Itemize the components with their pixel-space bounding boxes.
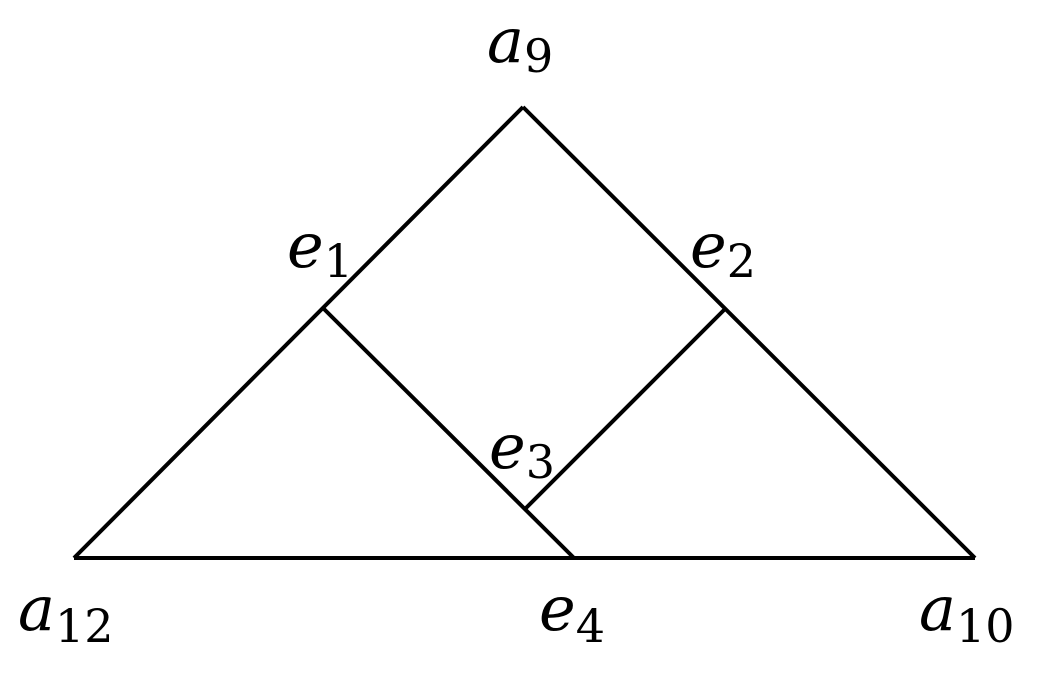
- vertex-label-a9: a9: [487, 4, 553, 83]
- vertex-label-e1: e1: [287, 209, 353, 288]
- edge-a9-a10: [521, 105, 977, 560]
- edge-e2-e3: [522, 307, 727, 512]
- vertex-label-e3: e3: [489, 410, 555, 489]
- edge-e1-e4: [322, 307, 576, 560]
- vertex-label-a10: a10: [919, 572, 1015, 653]
- vertex-label-a12: a12: [18, 572, 114, 653]
- vertex-label-e4: e4: [539, 572, 605, 653]
- vertex-label-e2: e2: [690, 209, 756, 288]
- edge-a12-a9: [72, 105, 525, 560]
